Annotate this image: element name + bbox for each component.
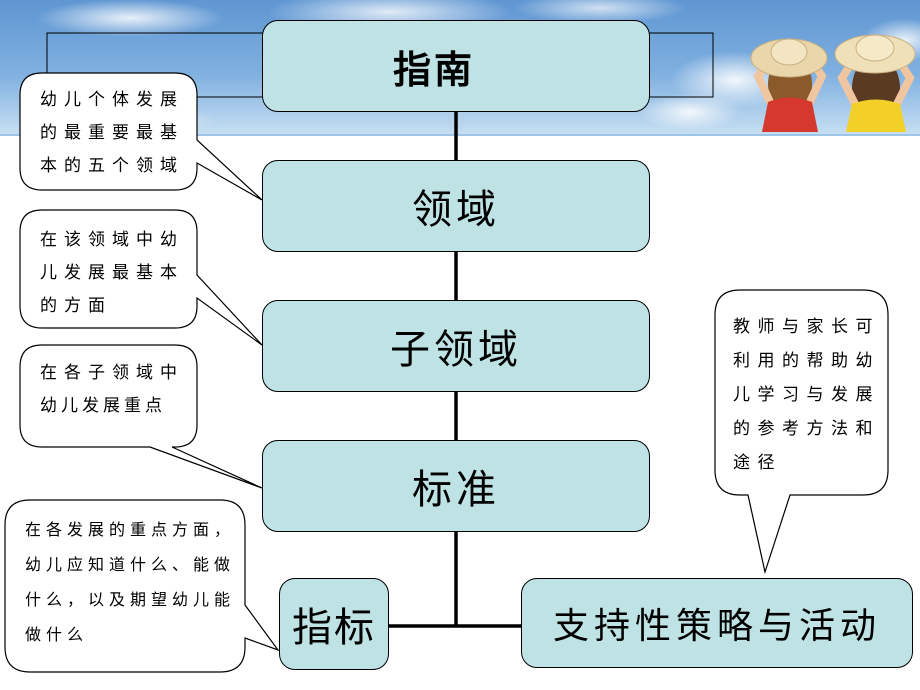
callout-line: 儿学习与发展	[733, 385, 880, 405]
callout-bubble-subdomain	[19, 209, 263, 346]
callout-text-indicator: 在各发展的重点方面， 幼儿应知道什么、能做 什么，以及期望幼儿能 做什么	[25, 512, 235, 652]
girl-red-shirt	[750, 38, 828, 132]
callout-bubble-support	[714, 289, 889, 575]
callout-line: 在该领域中幼	[40, 230, 184, 250]
callout-bubble-indicator	[4, 499, 280, 673]
standard-node: 标准	[262, 440, 650, 532]
callout-line: 幼儿发展重点	[40, 396, 166, 416]
indicator-node: 指标	[279, 578, 389, 670]
callout-line: 在各发展的重点方面，	[25, 520, 236, 539]
callout-line: 的最重要最基	[40, 123, 184, 143]
callout-line: 的方面	[40, 296, 112, 316]
callout-line: 幼儿个体发展	[40, 90, 184, 110]
callout-text-standard: 在各子领域中 幼儿发展重点	[40, 357, 184, 423]
callout-text-subdomain: 在该领域中幼 儿发展最基本 的方面	[40, 224, 184, 323]
girl-yellow-shirt	[834, 34, 916, 132]
callout-line: 本的五个领域	[40, 156, 184, 176]
callout-line: 在各子领域中	[40, 363, 184, 383]
callout-bubble-standard	[19, 344, 263, 489]
callout-line: 儿发展最基本	[40, 263, 184, 283]
callout-line: 做什么	[25, 625, 89, 644]
callout-line: 的参考方法和	[733, 419, 880, 439]
callout-line: 幼儿应知道什么、能做	[25, 555, 236, 574]
subdomain-node: 子领域	[262, 300, 650, 392]
callout-text-domain: 幼儿个体发展 的最重要最基 本的五个领域	[40, 84, 184, 183]
guide-node: 指南	[262, 20, 650, 112]
callout-bubble-domain	[19, 72, 263, 201]
support-strategy-node: 支持性策略与活动	[521, 578, 913, 668]
callout-line: 什么，以及期望幼儿能	[25, 590, 236, 609]
callout-text-support: 教师与家长可 利用的帮助幼 儿学习与发展 的参考方法和 途径	[733, 310, 880, 480]
callout-line: 利用的帮助幼	[733, 351, 880, 371]
domain-node: 领域	[262, 160, 650, 252]
callout-line: 途径	[733, 453, 782, 473]
callout-line: 教师与家长可	[733, 317, 880, 337]
